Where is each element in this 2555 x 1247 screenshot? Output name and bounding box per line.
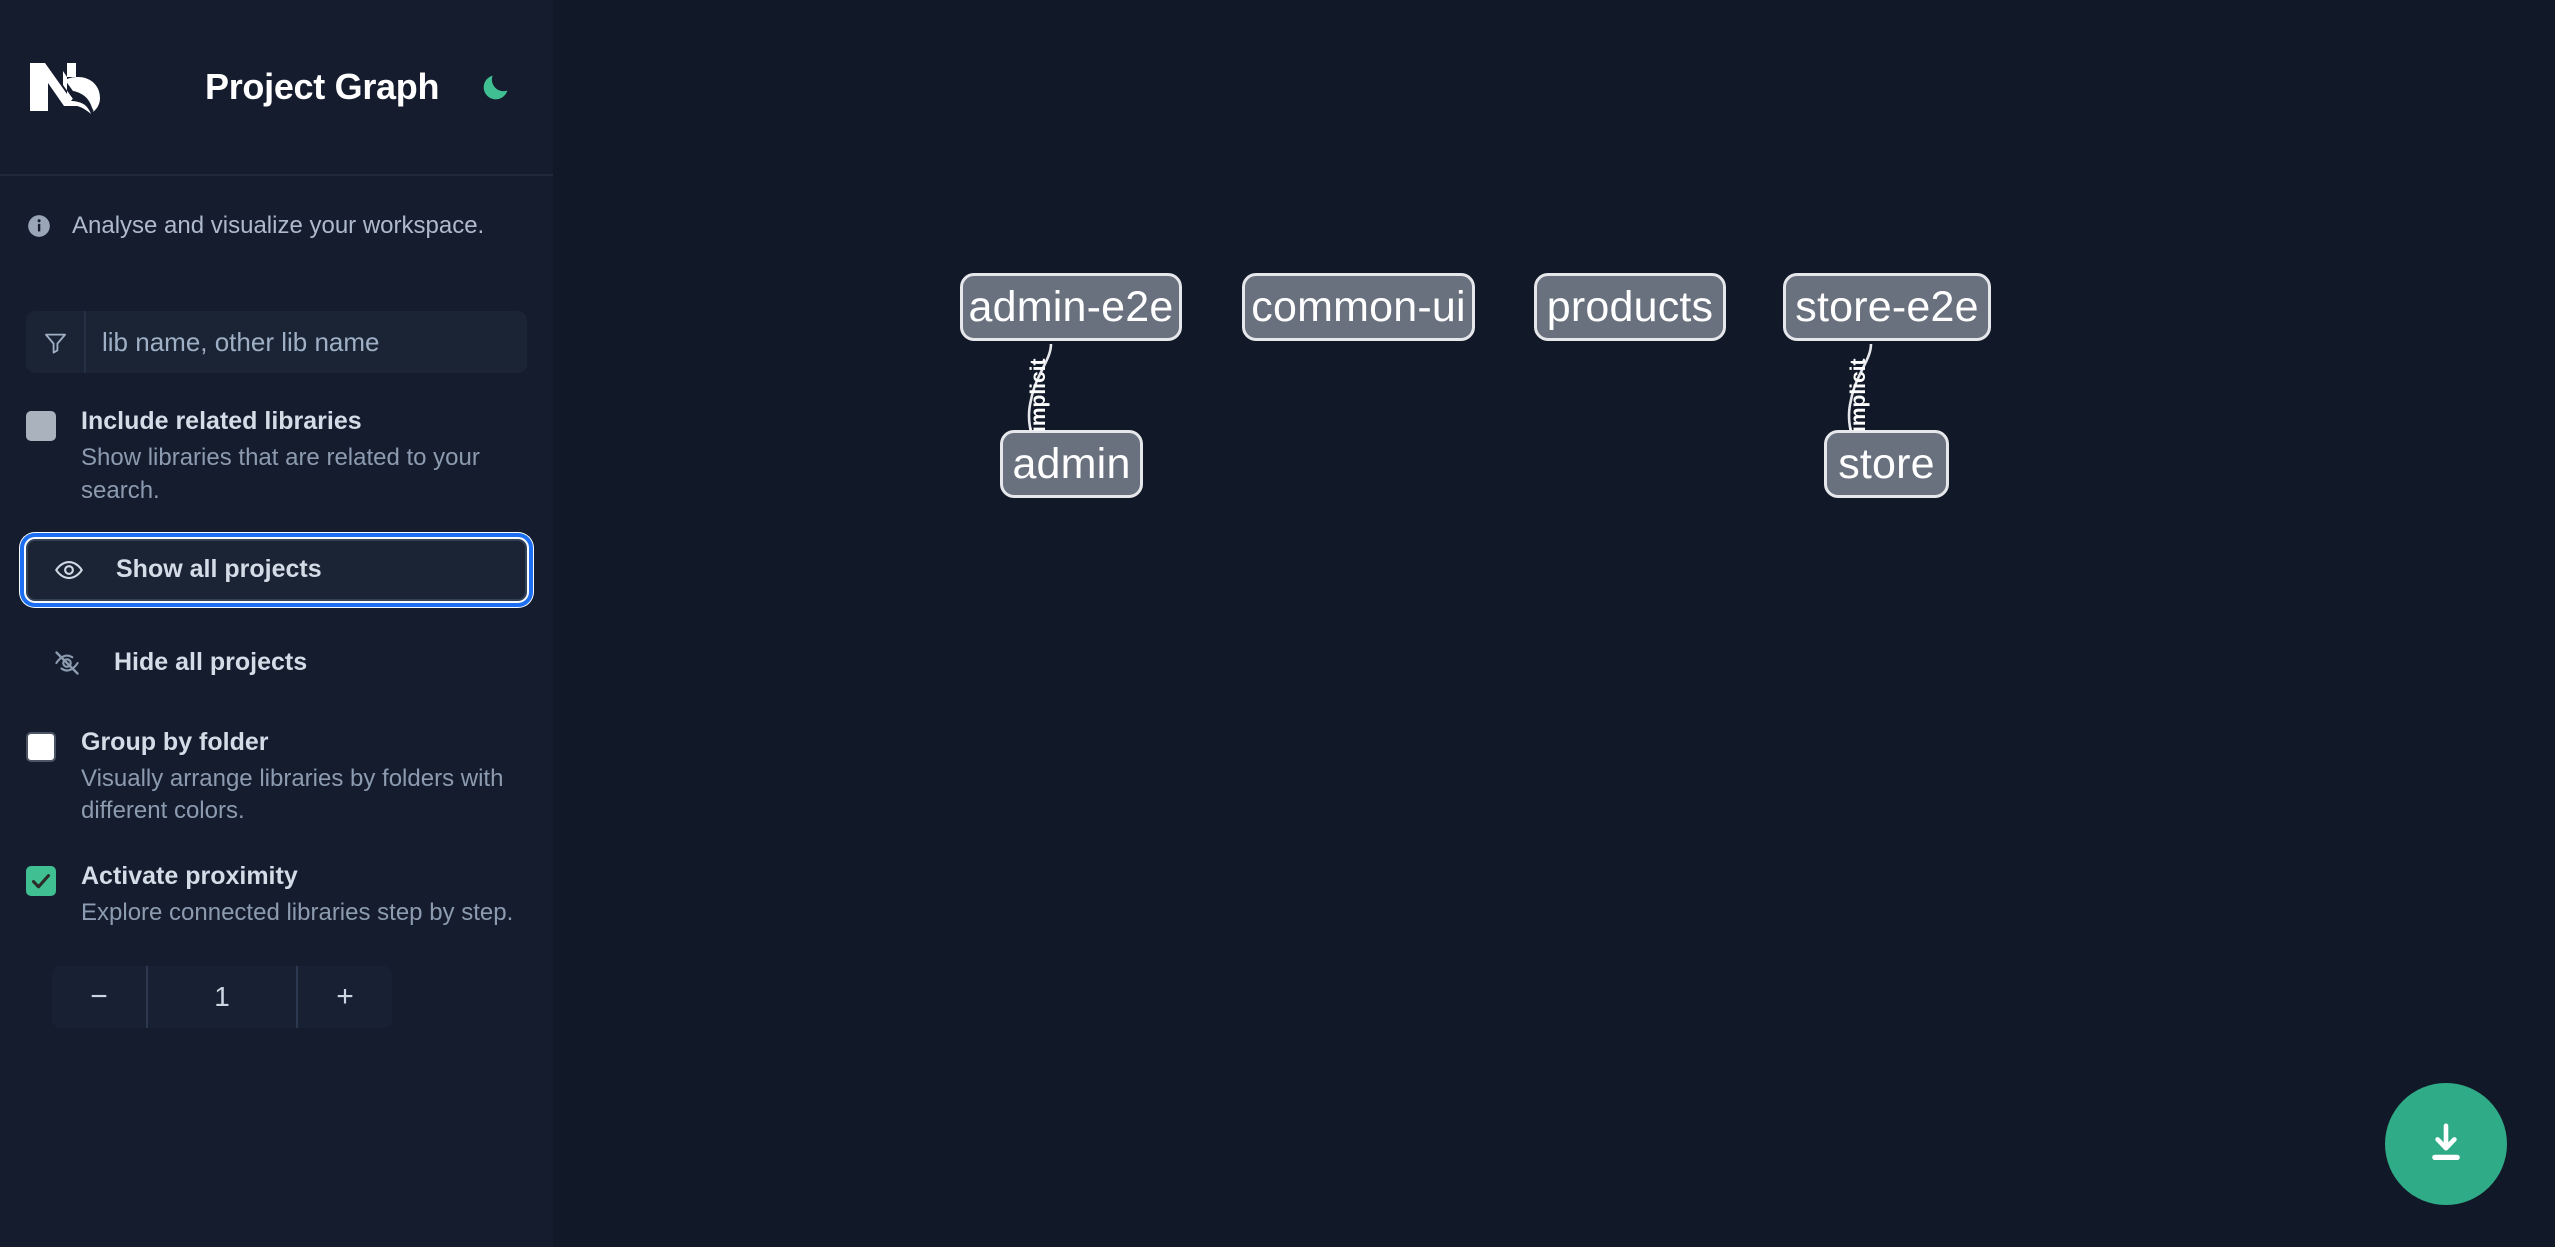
option-title: Activate proximity — [81, 862, 298, 890]
eye-icon — [54, 555, 94, 585]
show-all-projects-label: Show all projects — [116, 555, 322, 583]
sidebar: Project Graph Analyse and visualize your… — [0, 0, 553, 1247]
show-all-projects-button[interactable]: Show all projects — [20, 532, 533, 607]
hide-all-projects-button[interactable]: Hide all projects — [26, 632, 527, 694]
graph-node-label: common-ui — [1251, 282, 1466, 331]
graph-node-admin-e2e[interactable]: admin-e2e — [960, 273, 1182, 341]
option-texts: Group by folder Visually arrange librari… — [81, 727, 521, 829]
checkbox-include-related-libraries[interactable] — [26, 411, 56, 441]
option-description: Visually arrange libraries by folders wi… — [81, 764, 504, 825]
edge-label-store-implicit: implicit — [1847, 358, 1870, 432]
option-description: Explore connected libraries step by step… — [81, 899, 514, 927]
page-title: Project Graph — [205, 66, 440, 107]
option-texts: Activate proximity Explore connected lib… — [81, 861, 513, 930]
info-icon — [26, 213, 52, 239]
graph-edges — [1027, 343, 1873, 462]
proximity-increment-button[interactable]: + — [296, 965, 392, 1028]
graph-node-label: store — [1838, 439, 1935, 488]
graph-node-store[interactable]: store — [1824, 430, 1949, 498]
graph-node-label: store-e2e — [1795, 282, 1979, 331]
checkbox-group-by-folder[interactable] — [26, 731, 56, 762]
edge-label-admin-implicit: implicit — [1027, 358, 1050, 432]
graph-node-label: admin-e2e — [968, 282, 1174, 331]
graph-canvas[interactable]: admin-e2e common-ui products store-e2e a… — [553, 0, 2555, 1247]
graph-node-admin[interactable]: admin — [1000, 430, 1143, 498]
graph-node-label: admin — [1012, 439, 1131, 488]
eye-off-icon — [52, 648, 92, 678]
option-title: Group by folder — [81, 727, 269, 756]
nx-logo — [26, 55, 122, 119]
checkbox-activate-proximity[interactable] — [26, 866, 56, 896]
proximity-value: 1 — [148, 965, 296, 1028]
graph-node-label: products — [1546, 282, 1714, 331]
option-include-related-libraries[interactable]: Include related libraries Show libraries… — [26, 406, 527, 508]
tagline-row: Analyse and visualize your workspace. — [0, 176, 553, 276]
search-field[interactable] — [26, 311, 527, 373]
tagline-text: Analyse and visualize your workspace. — [72, 212, 485, 239]
filter-funnel-icon — [26, 311, 86, 373]
option-description: Show libraries that are related to your … — [81, 444, 480, 504]
graph-node-products[interactable]: products — [1534, 273, 1726, 341]
option-title: Include related libraries — [81, 407, 362, 435]
option-activate-proximity[interactable]: Activate proximity Explore connected lib… — [26, 861, 527, 930]
download-button[interactable] — [2385, 1083, 2507, 1205]
sidebar-header: Project Graph — [0, 0, 553, 176]
moon-icon[interactable] — [475, 66, 517, 108]
option-group-by-folder[interactable]: Group by folder Visually arrange librari… — [26, 727, 527, 829]
option-texts: Include related libraries Show libraries… — [81, 406, 521, 508]
graph-node-common-ui[interactable]: common-ui — [1242, 273, 1475, 341]
search-input[interactable] — [86, 311, 527, 373]
graph-node-store-e2e[interactable]: store-e2e — [1783, 273, 1991, 341]
proximity-stepper[interactable]: − 1 + — [52, 965, 392, 1028]
hide-all-projects-label: Hide all projects — [114, 648, 308, 676]
download-icon — [2422, 1119, 2470, 1170]
proximity-decrement-button[interactable]: − — [52, 965, 148, 1028]
sidebar-body: Include related libraries Show libraries… — [0, 311, 553, 1028]
